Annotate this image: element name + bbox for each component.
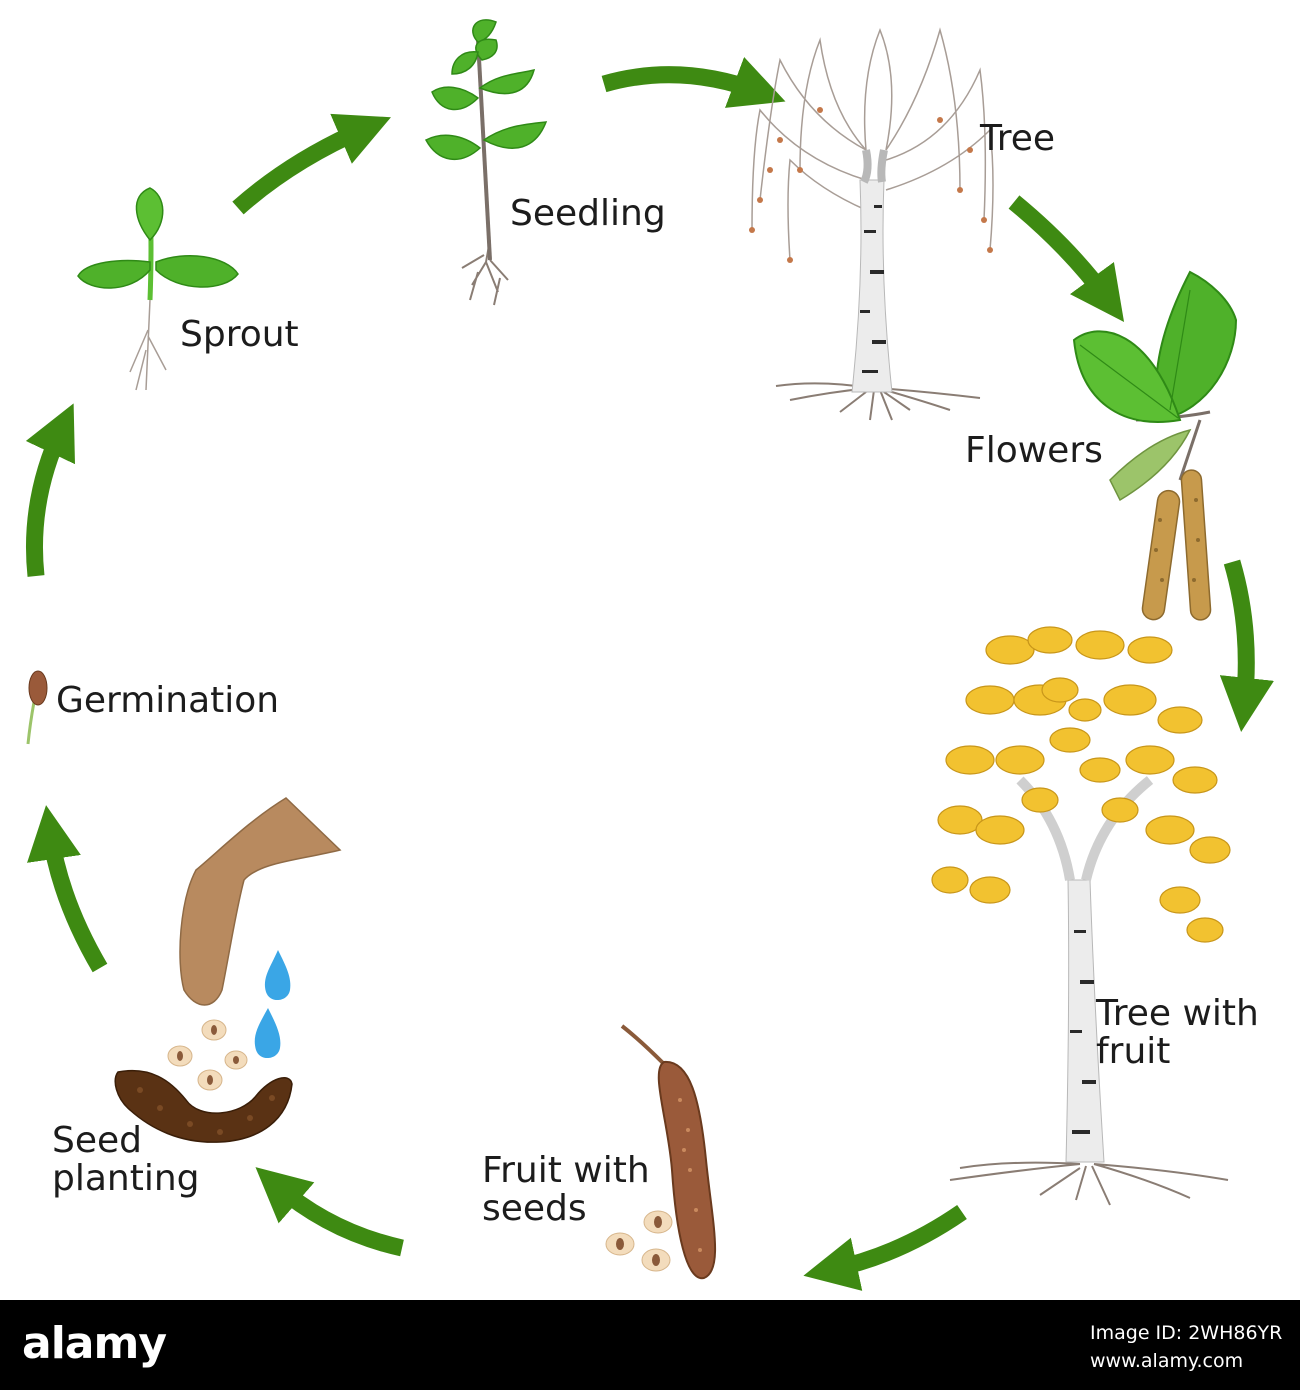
seedling-illustration <box>424 19 548 306</box>
alamy-logo: alamy <box>22 1318 167 1369</box>
arrow-seedling-to-tree <box>601 56 786 108</box>
arrow-fruiting-tree-to-fruit <box>803 1205 967 1291</box>
label-tree: Tree <box>980 118 1056 159</box>
image-id-text: Image ID: 2WH86YR <box>1090 1322 1283 1344</box>
label-seedling: Seedling <box>510 193 666 234</box>
diagram-artwork <box>25 19 1274 1291</box>
sprout-illustration <box>77 187 239 391</box>
arrow-fruit-to-planting <box>255 1167 404 1257</box>
fruit-with-seeds-illustration <box>605 1024 717 1280</box>
label-seed-planting: Seed planting <box>52 1120 200 1199</box>
site-url-text: www.alamy.com <box>1090 1350 1244 1372</box>
water-drop-icon <box>254 950 291 1059</box>
label-tree-with-fruit: Tree with fruit <box>1096 993 1259 1072</box>
label-flowers: Flowers <box>965 430 1103 471</box>
label-sprout: Sprout <box>180 314 299 355</box>
seed-planting-illustration <box>114 797 342 1143</box>
label-germination: Germination <box>56 680 280 721</box>
arrow-flowers-to-fruiting-tree <box>1219 559 1274 733</box>
stock-watermark-banner: alamy Image ID: 2WH86YR www.alamy.com <box>0 1300 1300 1390</box>
cycle-arrows <box>25 56 1274 1291</box>
flowers-illustration <box>1072 270 1238 621</box>
tree-illustration <box>749 27 994 421</box>
arrow-tree-to-flowers <box>1008 195 1125 322</box>
arrow-germination-to-sprout <box>25 403 75 577</box>
life-cycle-diagram: Seedling Tree Flowers Sprout Germination… <box>25 19 1274 1291</box>
arrow-sprout-to-seedling <box>232 113 391 215</box>
germination-illustration <box>26 670 48 745</box>
tree-with-fruit-illustration <box>931 626 1231 1206</box>
label-fruit-with-seeds: Fruit with seeds <box>482 1150 650 1229</box>
arrow-planting-to-germination <box>27 805 108 973</box>
